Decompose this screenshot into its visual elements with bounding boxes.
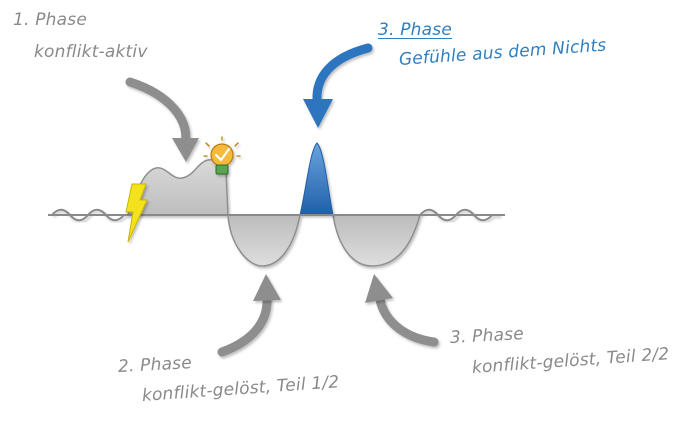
phase1-desc: konflikt-aktiv — [34, 42, 148, 62]
arrow-phase3-head — [365, 274, 393, 303]
phase2-dip — [227, 214, 301, 267]
phase2-title: 2. Phase — [117, 353, 193, 377]
phase3b-title: 3. Phase — [378, 20, 452, 40]
lightbulb-icon — [203, 136, 241, 175]
arrow-phase2-head — [253, 274, 281, 301]
arrow-phase1-head — [172, 138, 199, 162]
arrow-blue-head — [303, 99, 333, 128]
arrow-phase2 — [217, 293, 272, 357]
arrow-phase3 — [375, 295, 439, 347]
blue-peak — [299, 142, 334, 216]
lightning-icon — [125, 183, 148, 243]
phase1-title: 1. Phase — [13, 10, 87, 30]
arrow-phase1 — [125, 77, 191, 150]
phase3-title: 3. Phase — [449, 324, 525, 348]
phase3-dip — [332, 214, 421, 267]
arrow-blue — [312, 43, 373, 105]
